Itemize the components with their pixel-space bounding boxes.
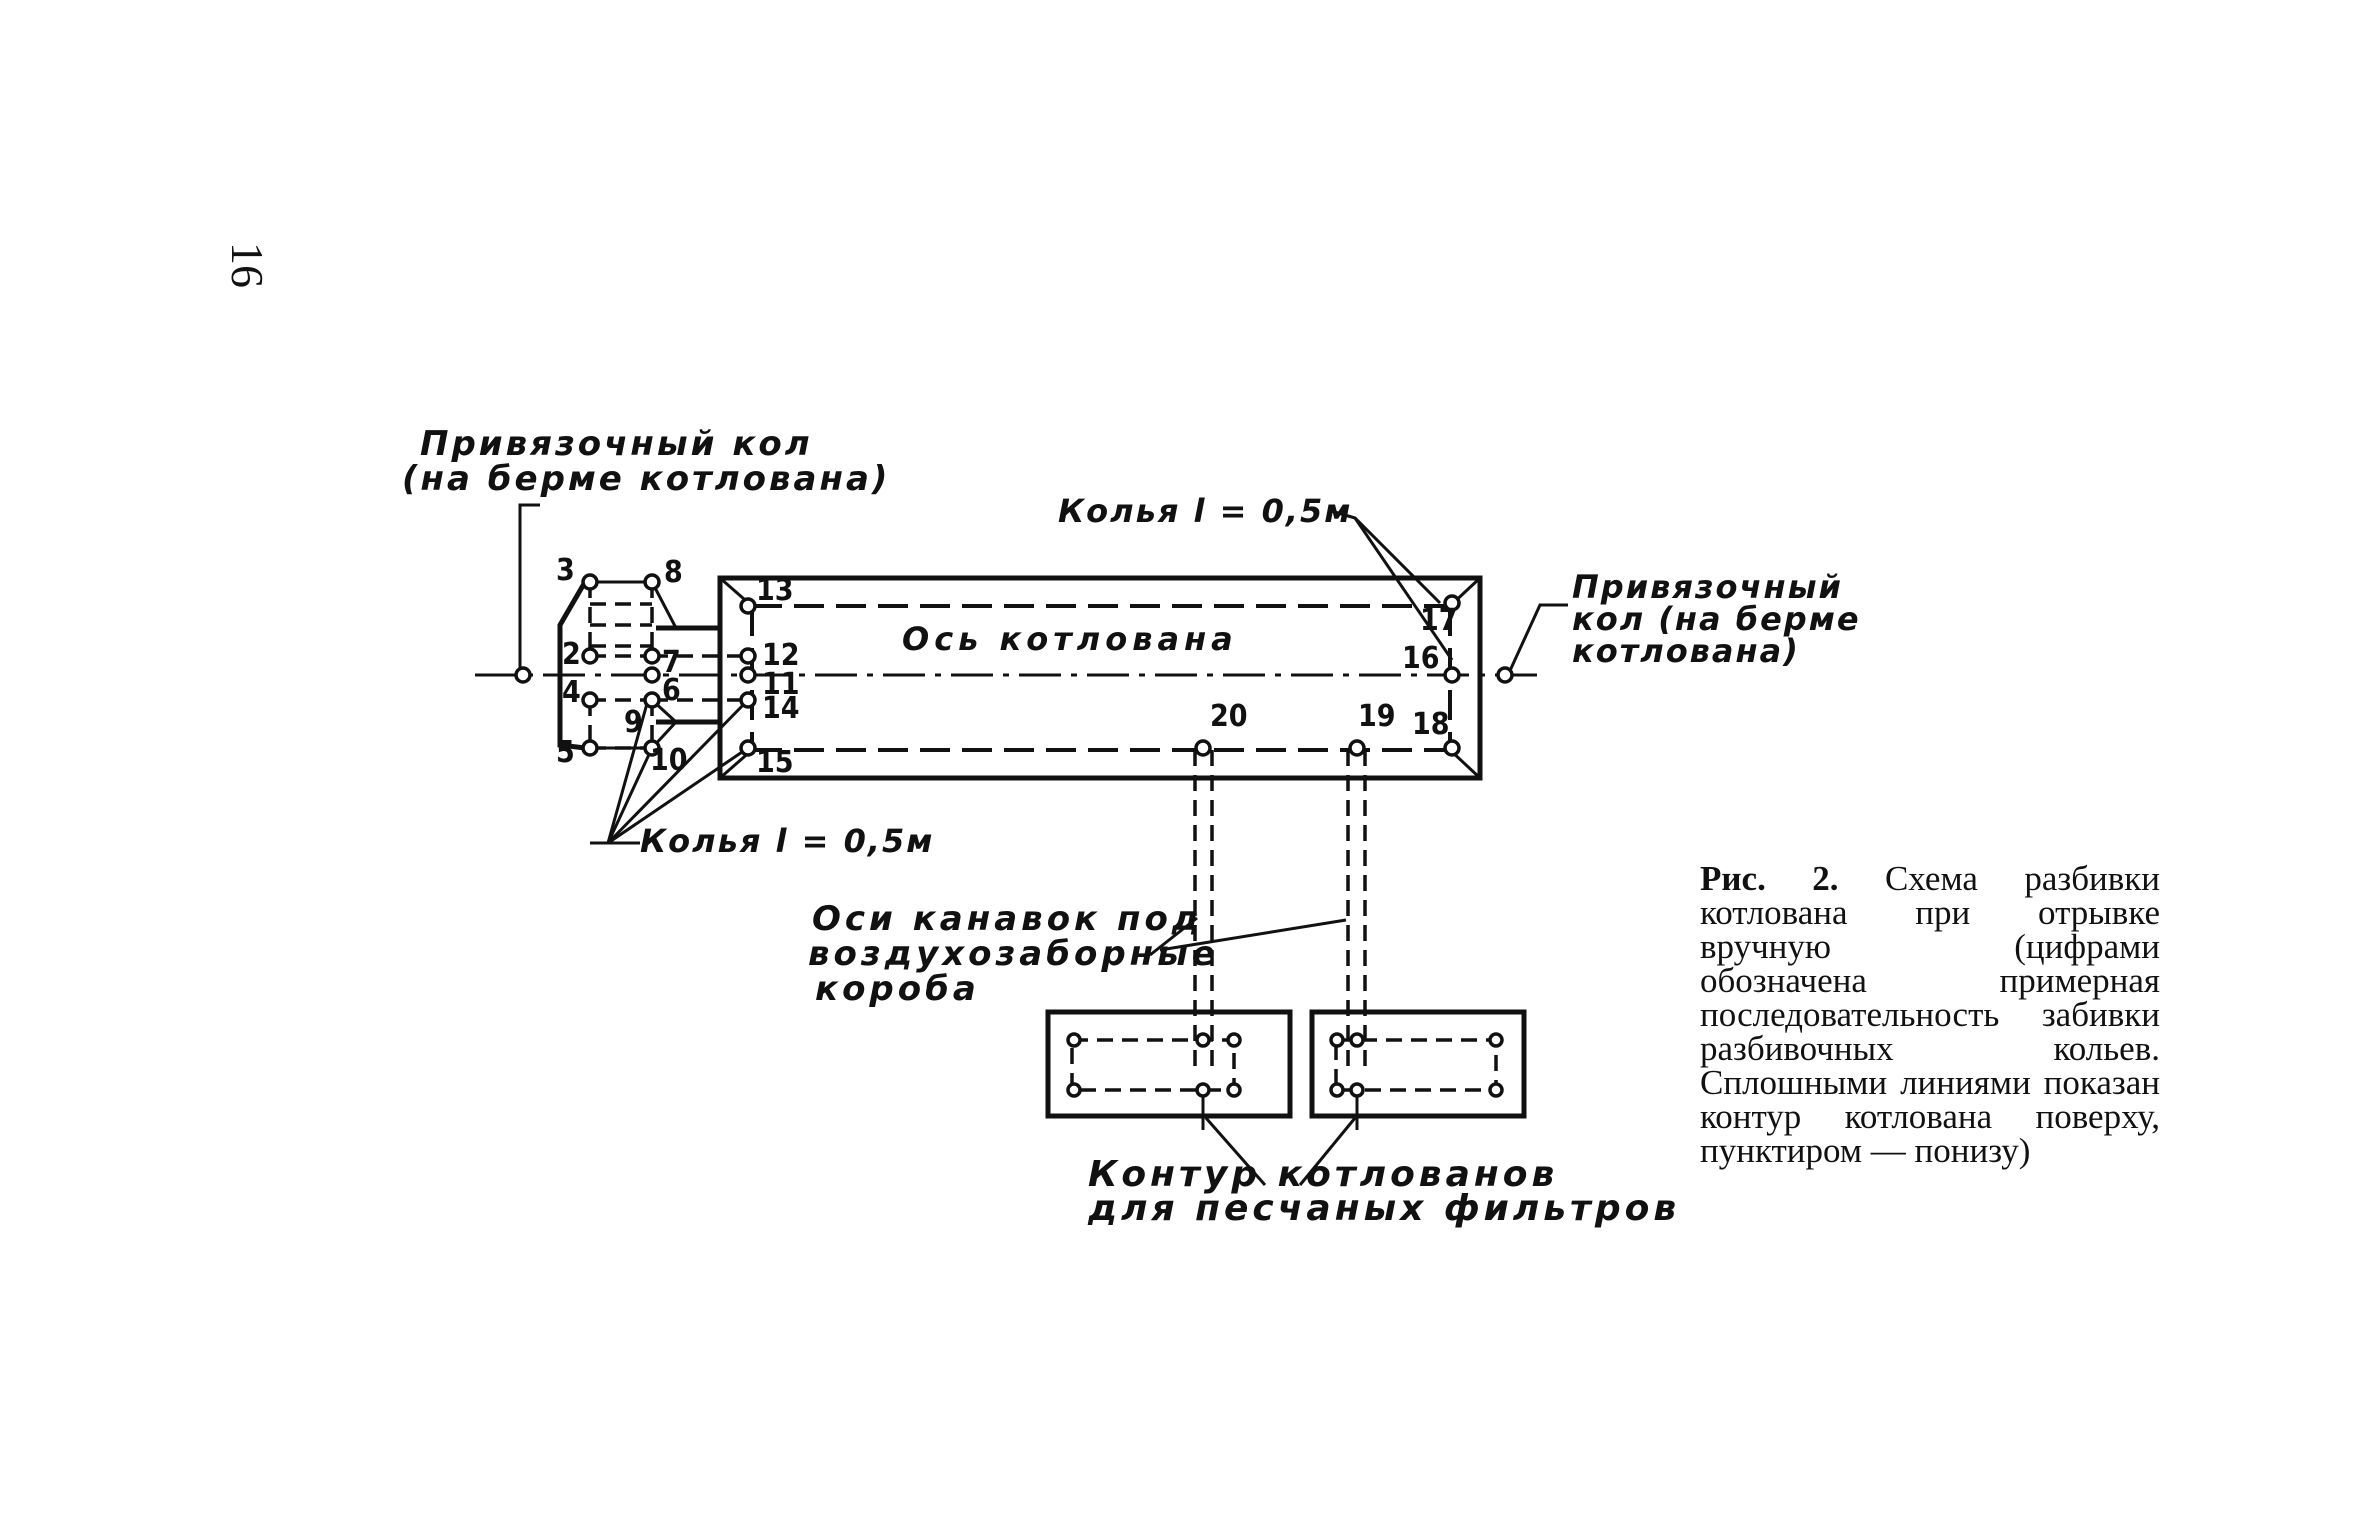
stakes: [514, 573, 1514, 1098]
stake: [1348, 739, 1366, 757]
stake: [739, 647, 757, 665]
stake: [643, 647, 661, 665]
stake-number-9: 9: [624, 705, 643, 740]
stake: [1329, 1082, 1345, 1098]
stake: [739, 739, 757, 757]
stake: [1443, 666, 1461, 684]
stake: [1329, 1032, 1345, 1048]
stake: [739, 666, 757, 684]
ref-stake-right-label-3: котлована): [1572, 632, 1800, 670]
filter-pit-left: [1045, 1009, 1293, 1119]
stake: [643, 666, 661, 684]
caption-text: Схема разбивки котлована при отрывке вру…: [1700, 859, 2160, 1170]
diagram-labels: Привязочный кол (на берме котлована) Кол…: [402, 424, 1861, 1229]
filter-pits-label-2: для песчаных фильтров: [1087, 1188, 1680, 1229]
stake: [1195, 1032, 1211, 1048]
stake-number-20: 20: [1210, 699, 1248, 734]
stake: [739, 691, 757, 709]
stake: [1226, 1082, 1242, 1098]
stake-number-15: 15: [756, 745, 794, 780]
stake: [1488, 1082, 1504, 1098]
pit-axis-label: Ось котлована: [902, 620, 1238, 658]
stake-number-16: 16: [1402, 641, 1440, 676]
stake: [1443, 594, 1461, 612]
stake-number-13: 13: [756, 573, 794, 608]
stake-number-18: 18: [1412, 707, 1450, 742]
stake: [1496, 666, 1514, 684]
stake-number-6: 6: [662, 673, 681, 708]
stake-number-10: 10: [650, 743, 688, 778]
filter-pits-label-1: Контур котлованов: [1088, 1154, 1558, 1195]
caption-lead: Рис. 2.: [1700, 859, 1839, 898]
filter-pit-right: [1309, 1009, 1527, 1119]
stake-number-4: 4: [562, 675, 581, 710]
stake: [514, 666, 532, 684]
stake-number-7: 7: [662, 645, 681, 680]
ditch-axes-label-2: воздухозаборные: [808, 934, 1219, 974]
stake: [1066, 1082, 1082, 1098]
stake: [739, 597, 757, 615]
air-duct-ditches: [1193, 750, 1367, 1130]
leader-lines: [518, 503, 1568, 1186]
stake-number-12: 12: [762, 638, 800, 673]
stake: [1488, 1032, 1504, 1048]
stake: [1349, 1032, 1365, 1048]
stake: [581, 739, 599, 757]
stake-number-14: 14: [762, 691, 800, 726]
stake: [1195, 1082, 1211, 1098]
ref-stake-right-label-2: кол (на берме: [1572, 600, 1861, 638]
figure-caption: Рис. 2. Схема разбивки котлована при отр…: [1700, 859, 2160, 1170]
ditch-axes-label-1: Оси канавок под: [812, 899, 1203, 939]
stake-number-5: 5: [556, 735, 575, 770]
stake: [643, 739, 661, 757]
stake: [1443, 739, 1461, 757]
stake-number-3: 3: [556, 553, 575, 588]
ref-stake-left-label-2: (на берме котлована): [402, 459, 890, 499]
stake-number-17: 17: [1420, 603, 1458, 638]
stake-number-19: 19: [1358, 699, 1396, 734]
stake: [581, 573, 599, 591]
stake: [1226, 1032, 1242, 1048]
stakes-bottom-label: Колья l = 0,5м: [640, 822, 934, 860]
stake: [1066, 1032, 1082, 1048]
stake: [581, 691, 599, 709]
stake: [1194, 739, 1212, 757]
stake: [581, 647, 599, 665]
ref-stake-right-label-1: Привязочный: [1572, 568, 1843, 606]
ditch-axes-label-3: короба: [815, 969, 980, 1009]
stake-number-11: 11: [762, 667, 800, 702]
stake: [643, 691, 661, 709]
stake-number-8: 8: [664, 555, 683, 590]
stake-number-2: 2: [562, 637, 581, 672]
stakes-top-label: Колья l = 0,5м: [1058, 492, 1352, 530]
ref-stake-left-label-1: Привязочный кол: [420, 424, 813, 464]
stake-numbers: 3 8 2 7 4 6 9 5 10 13 12 11 14 15 17 16 …: [556, 553, 1458, 780]
stake: [1349, 1082, 1365, 1098]
stake: [643, 573, 661, 591]
